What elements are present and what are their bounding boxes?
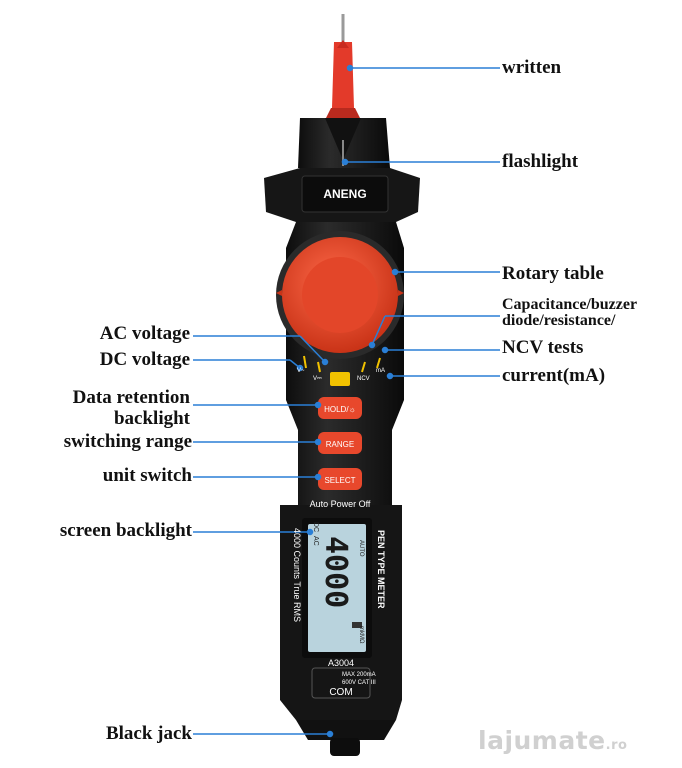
brand-logo: ANENG <box>323 187 366 201</box>
label-current: current(mA) <box>502 365 606 386</box>
display-auto: AUTO <box>358 540 364 557</box>
label-capacitance-2: diode/resistance/ <box>502 312 616 329</box>
dial-mark-ma: mA <box>376 368 385 374</box>
select-button-label: SELECT <box>324 476 355 485</box>
dial-mark-v-dc: V⎓ <box>313 376 322 382</box>
dial-mark-ncv: NCV <box>357 376 370 382</box>
range-button-label: RANGE <box>326 440 354 449</box>
label-ncv-tests: NCV tests <box>502 337 584 358</box>
label-switching-range: switching range <box>63 431 192 452</box>
side-text-pen-type: PEN TYPE METER <box>376 530 386 609</box>
com-jack <box>311 667 371 699</box>
label-flashlight: flashlight <box>502 151 579 172</box>
auto-power-off-text: Auto Power Off <box>310 499 371 509</box>
dial-marks <box>303 355 381 386</box>
display-ac: AC <box>312 536 319 546</box>
hold-button-label: HOLD/☼ <box>324 405 356 414</box>
side-text-counts: 4000 Counts True RMS <box>292 528 302 622</box>
probe-tip <box>326 14 360 118</box>
label-rotary-table: Rotary table <box>502 263 604 284</box>
callout-lines <box>193 64 500 738</box>
rating-current: MAX 200mA <box>342 672 376 678</box>
display-digits: 4000 <box>318 536 353 608</box>
label-data-retention-2: backlight <box>113 408 190 429</box>
label-capacitance-1: Capacitance/buzzer <box>502 296 638 313</box>
range-button[interactable] <box>318 432 362 454</box>
label-black-jack: Black jack <box>105 723 192 744</box>
rating-voltage: 600V CAT III <box>342 680 376 686</box>
label-data-retention-1: Data retention <box>72 387 190 408</box>
label-ac-voltage: AC voltage <box>99 323 190 344</box>
watermark-text: lajumate <box>478 726 606 755</box>
watermark: lajumate.ro <box>478 726 627 755</box>
label-dc-voltage: DC voltage <box>99 349 190 370</box>
label-unit-switch: unit switch <box>102 465 192 486</box>
display-units: mkMΩ <box>358 626 364 644</box>
dial-mark-v-ac: V~ <box>297 368 305 374</box>
pen-head <box>264 118 420 248</box>
display-dc: DC <box>312 522 319 532</box>
label-written: written <box>502 57 562 78</box>
rotary-dial[interactable] <box>276 231 404 359</box>
label-screen-backlight: screen backlight <box>59 520 192 541</box>
select-button[interactable] <box>318 468 362 490</box>
hold-button[interactable] <box>318 397 362 419</box>
model-number: A3004 <box>328 658 354 668</box>
lcd-display <box>302 518 372 658</box>
com-label: COM <box>329 687 352 698</box>
watermark-suffix: .ro <box>605 738 628 753</box>
